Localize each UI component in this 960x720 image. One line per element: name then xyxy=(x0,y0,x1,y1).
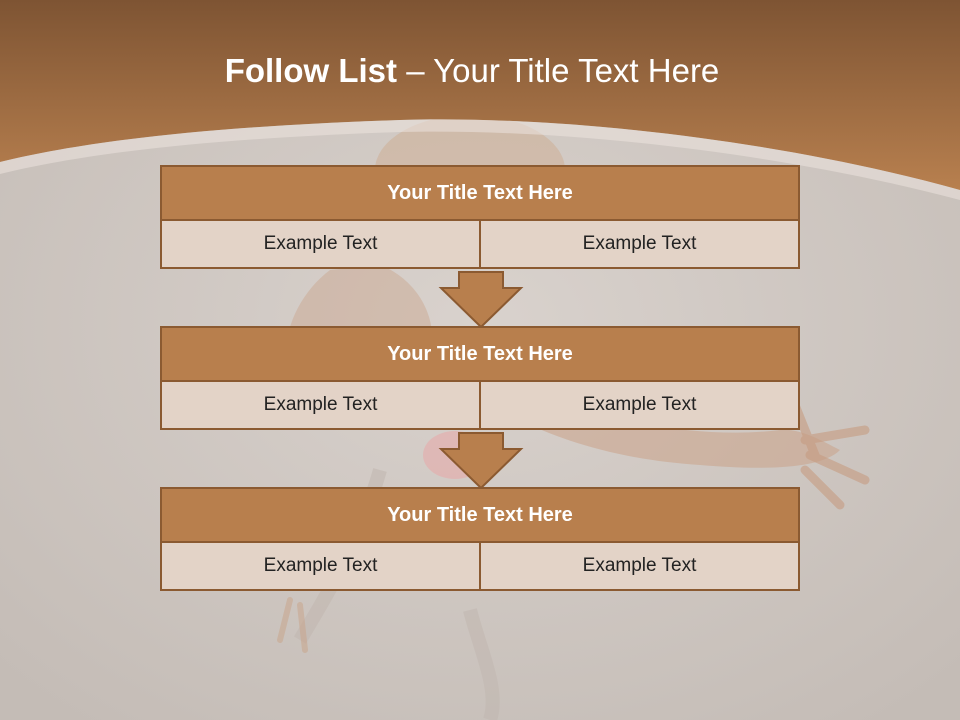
block-row: Example Text Example Text xyxy=(160,382,800,430)
block-cell-left: Example Text xyxy=(160,543,481,591)
block-cell-right: Example Text xyxy=(481,543,800,591)
list-block-1: Your Title Text Here Example Text Exampl… xyxy=(160,165,800,269)
list-block-2: Your Title Text Here Example Text Exampl… xyxy=(160,326,800,430)
block-title: Your Title Text Here xyxy=(160,165,800,221)
block-row: Example Text Example Text xyxy=(160,543,800,591)
arrow-down-icon xyxy=(438,271,524,329)
block-cell-left: Example Text xyxy=(160,221,481,269)
slide-title: Follow List – Your Title Text Here xyxy=(0,52,944,90)
header-banner xyxy=(0,0,960,200)
block-cell-right: Example Text xyxy=(481,221,800,269)
block-title: Your Title Text Here xyxy=(160,487,800,543)
block-title: Your Title Text Here xyxy=(160,326,800,382)
title-bold: Follow List xyxy=(224,52,398,89)
block-row: Example Text Example Text xyxy=(160,221,800,269)
list-block-3: Your Title Text Here Example Text Exampl… xyxy=(160,487,800,591)
block-cell-left: Example Text xyxy=(160,382,481,430)
block-cell-right: Example Text xyxy=(481,382,800,430)
arrow-down-icon xyxy=(438,432,524,490)
title-rest: – Your Title Text Here xyxy=(397,52,720,89)
